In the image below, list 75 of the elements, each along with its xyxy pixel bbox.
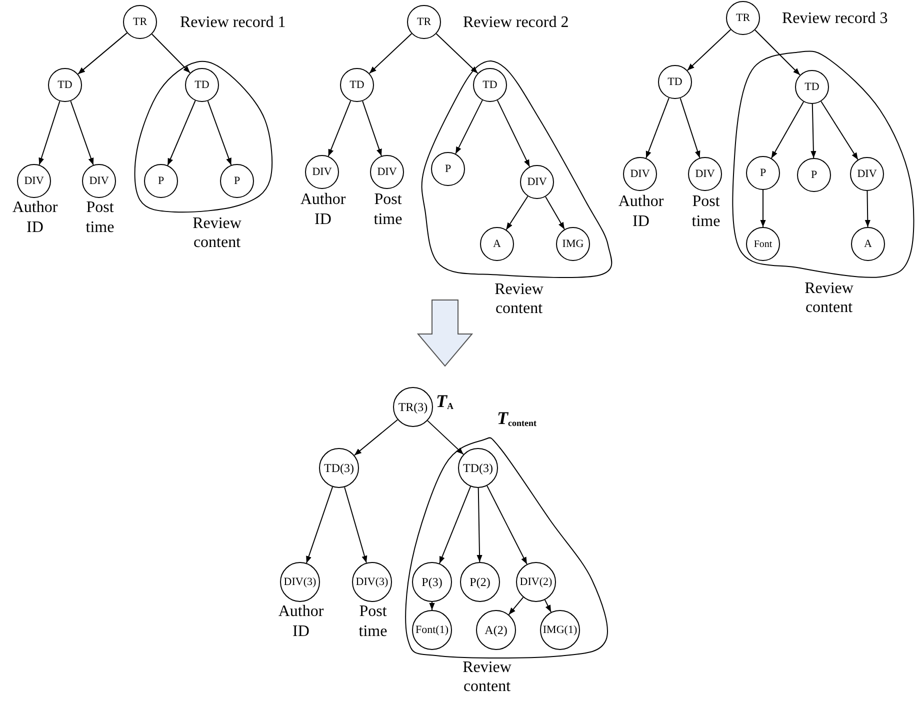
- node-caption: Post time: [690, 192, 722, 232]
- arrow: [38, 100, 60, 166]
- node-title: Review record 3: [782, 9, 888, 29]
- arrow: [545, 196, 565, 230]
- arrow: [476, 488, 482, 562]
- node-caption: Author ID: [277, 602, 325, 642]
- node-title: T$_{A}$: [436, 391, 454, 413]
- arrow: [506, 196, 528, 230]
- tree-node-circle: TD: [473, 68, 507, 102]
- arrow: [151, 34, 191, 74]
- arrow: [362, 100, 382, 156]
- tree-node-circle: IMG: [556, 227, 590, 261]
- region-label: Review content: [462, 658, 512, 696]
- arrow: [344, 486, 368, 564]
- tree-node-circle: P: [797, 158, 831, 192]
- tree-node-circle: TD: [48, 68, 82, 102]
- node-caption: Post time: [358, 602, 388, 642]
- tree-node-circle: TD: [340, 68, 374, 102]
- arrow: [686, 29, 732, 71]
- tree-node-circle: DIV: [850, 157, 884, 191]
- tree-node-circle: DIV(2): [516, 562, 556, 602]
- arrow: [436, 33, 478, 74]
- arrow: [438, 486, 472, 564]
- arrow: [820, 100, 858, 160]
- arrow: [78, 32, 128, 75]
- tree-node-circle: A: [480, 227, 514, 261]
- tree-node-circle: TD(3): [458, 448, 498, 488]
- tree-node-circle: A: [851, 227, 885, 261]
- arrow: [455, 100, 483, 154]
- arrow: [496, 100, 530, 168]
- arrow: [427, 420, 464, 455]
- tree-node-circle: IMG(1): [540, 610, 580, 650]
- tree-node-circle: P: [220, 164, 254, 198]
- arrow: [306, 486, 334, 564]
- arrow: [368, 33, 412, 74]
- node-caption: Post time: [372, 190, 404, 230]
- tree-node-circle: TD: [185, 68, 219, 102]
- tree-node-circle: Font(1): [412, 610, 452, 650]
- arrow: [354, 419, 398, 456]
- node-title: Review record 2: [463, 13, 569, 33]
- region-label: Review content: [804, 279, 854, 317]
- tree-node-circle: TD: [658, 65, 692, 99]
- tree-node-circle: P: [431, 152, 465, 186]
- region-label: Review content: [494, 280, 544, 318]
- arrow: [770, 101, 804, 159]
- arrow: [70, 100, 94, 166]
- node-caption: Post time: [84, 198, 116, 238]
- node-title: T$_{content}$: [497, 408, 536, 430]
- tree-node-circle: P(2): [460, 562, 500, 602]
- node-caption: Author ID: [617, 192, 665, 232]
- arrow: [328, 100, 352, 157]
- tree-node-circle: TD(3): [319, 448, 359, 488]
- arrow: [810, 104, 816, 158]
- arrow: [429, 602, 435, 610]
- arrow: [680, 98, 700, 158]
- arrow: [754, 30, 800, 76]
- arrow: [508, 596, 524, 616]
- region-label: Review content: [192, 214, 242, 252]
- tree-node-circle: P: [144, 164, 178, 198]
- tree-node-circle: A(2): [476, 610, 516, 650]
- tree-node-circle: Font: [746, 227, 780, 261]
- node-title: Review record 1: [180, 13, 286, 33]
- tree-node-circle: P(3): [412, 562, 452, 602]
- tree-node-circle: P: [746, 156, 780, 190]
- node-caption: Author ID: [11, 198, 59, 238]
- arrow: [760, 190, 766, 228]
- arrow: [486, 485, 528, 565]
- tree-node-circle: DIV: [520, 165, 554, 199]
- arrow: [646, 97, 670, 159]
- arrow: [544, 599, 552, 613]
- arrow: [167, 100, 196, 166]
- node-caption: Author ID: [299, 190, 347, 230]
- arrow: [864, 190, 870, 228]
- tree-node-circle: TD: [795, 70, 829, 104]
- arrow: [207, 100, 232, 166]
